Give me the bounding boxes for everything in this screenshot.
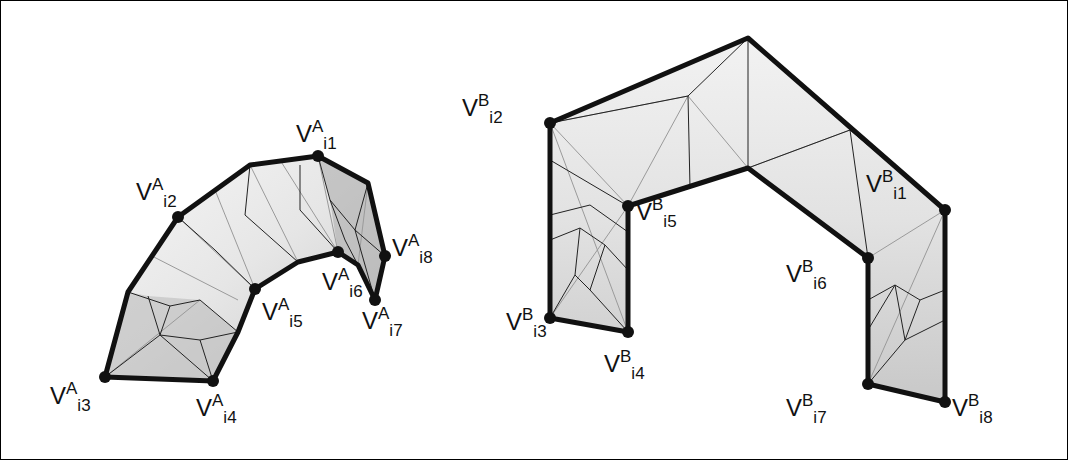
vertex-label: VBi3 [506, 306, 547, 340]
vertex-index: i3 [533, 322, 546, 341]
mesh-superscript: B [620, 347, 631, 366]
vertex-label: VAi7 [362, 305, 403, 339]
mesh-superscript: A [378, 304, 389, 323]
vertex-symbol: V [262, 298, 278, 325]
mesh-superscript: B [882, 167, 893, 186]
vertex-symbol: V [462, 94, 478, 121]
vertex-index: i6 [813, 274, 826, 293]
vertex-label: VBi4 [604, 348, 645, 382]
mesh-superscript: B [522, 305, 533, 324]
vertex-index: i2 [163, 192, 176, 211]
mesh-superscript: A [152, 175, 163, 194]
vertex-index: i7 [813, 408, 826, 427]
mesh-superscript: B [802, 391, 813, 410]
vertex-symbol: V [392, 234, 408, 261]
mesh-superscript: B [968, 391, 979, 410]
vertex-index: i8 [419, 248, 432, 267]
mesh-superscript: A [408, 231, 419, 250]
vertex-index: i4 [631, 364, 644, 383]
vertex-label: VBi6 [786, 258, 827, 292]
mesh-b [544, 38, 951, 408]
vertex-index: i6 [349, 282, 362, 301]
mesh-superscript: B [652, 195, 663, 214]
vertex-symbol: V [786, 260, 802, 287]
vertex-index: i8 [979, 408, 992, 427]
vertex-symbol: V [636, 198, 652, 225]
vertex-index: i7 [389, 321, 402, 340]
vertex-index: i1 [323, 134, 336, 153]
mesh-superscript: A [338, 265, 349, 284]
vertex-symbol: V [866, 170, 882, 197]
vertex-label: VAi4 [196, 392, 237, 426]
vertex-symbol: V [362, 307, 378, 334]
vertex-label: VAi1 [296, 118, 337, 152]
vertex-symbol: V [604, 350, 620, 377]
mesh-superscript: A [212, 391, 223, 410]
vertex-symbol: V [50, 382, 66, 409]
vertex-symbol: V [296, 120, 312, 147]
vertex-symbol: V [506, 308, 522, 335]
vertex-label: VBi8 [952, 392, 993, 426]
vertex-label: VBi1 [866, 168, 907, 202]
vertex-index: i5 [289, 312, 302, 331]
vertex-label: VBi5 [636, 196, 677, 230]
vertex-index: i5 [663, 212, 676, 231]
vertex-label: VAi3 [50, 380, 91, 414]
vertex-label: VAi8 [392, 232, 433, 266]
vertex-symbol: V [322, 268, 338, 295]
mesh-superscript: B [478, 91, 489, 110]
vertex-index: i3 [77, 396, 90, 415]
mesh-superscript: A [278, 295, 289, 314]
vertex-index: i2 [489, 108, 502, 127]
mesh-superscript: A [312, 117, 323, 136]
vertex-symbol: V [136, 178, 152, 205]
mesh-a [99, 150, 391, 387]
mesh-superscript: B [802, 257, 813, 276]
vertex-label: VBi7 [786, 392, 827, 426]
vertex-symbol: V [196, 394, 212, 421]
vertex-index: i1 [893, 184, 906, 203]
vertex-index: i4 [223, 408, 236, 427]
vertex-symbol: V [786, 394, 802, 421]
vertex-label: VAi2 [136, 176, 177, 210]
vertex-label: VAi6 [322, 266, 363, 300]
vertex-label: VBi2 [462, 92, 503, 126]
vertex-symbol: V [952, 394, 968, 421]
vertex-label: VAi5 [262, 296, 303, 330]
mesh-superscript: A [66, 379, 77, 398]
